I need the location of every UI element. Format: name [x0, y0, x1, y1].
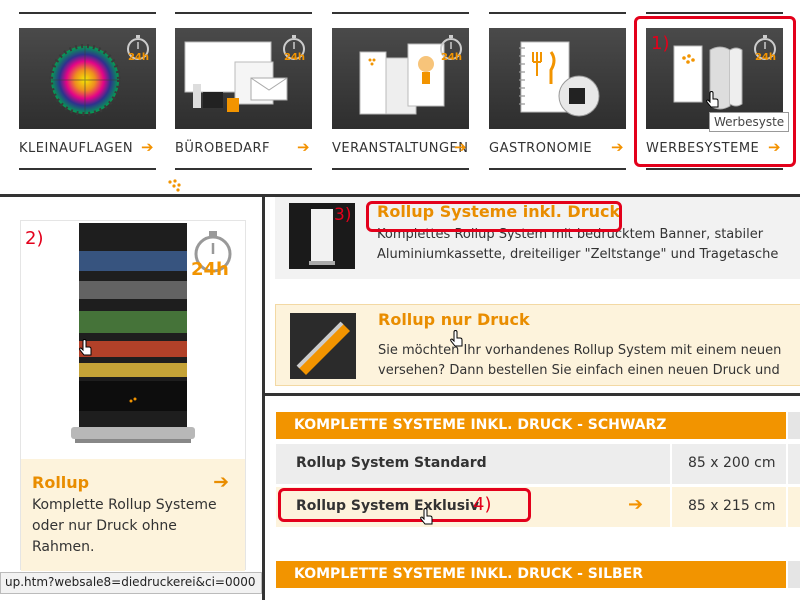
stopwatch-icon	[283, 35, 305, 60]
divider	[332, 168, 469, 170]
annotation-box	[366, 201, 622, 232]
category-label[interactable]: GASTRONOMIE	[489, 141, 593, 156]
stopwatch-icon	[440, 35, 462, 60]
hand-cursor-icon	[706, 91, 719, 108]
table-header-silber: KOMPLETTE SYSTEME INKL. DRUCK - SILBER	[276, 561, 786, 588]
category-tile[interactable]	[489, 28, 626, 129]
divider	[646, 168, 783, 170]
product-title[interactable]: Rollup nur Druck	[378, 310, 530, 329]
category-tile[interactable]: 24h	[175, 28, 312, 129]
category-label[interactable]: KLEINAUFLAGEN	[19, 141, 134, 156]
hand-cursor-icon	[450, 330, 463, 347]
arrow-right-icon[interactable]: ➔	[768, 138, 781, 156]
product-description: Sie möchten Ihr vorhandenes Rollup Syste…	[378, 341, 800, 381]
annotation-box	[634, 16, 796, 167]
category-werbesysteme[interactable]: 24h WERBESYSTEME ➔	[646, 0, 783, 170]
product-thumbnail[interactable]	[290, 313, 356, 379]
color-dots-icon	[49, 44, 121, 116]
rollup-product-image	[71, 223, 195, 443]
badge-24h: 24h	[754, 52, 776, 63]
screenshot-divider	[262, 196, 265, 600]
category-label[interactable]: WERBESYSTEME	[646, 141, 760, 156]
product-description-line: Aluminiumkassette, dreiteiliger "Zeltsta…	[377, 247, 779, 262]
category-gastronomie[interactable]: GASTRONOMIE ➔	[489, 0, 626, 170]
arrow-right-icon[interactable]: ➔	[297, 138, 310, 156]
category-tile[interactable]: 24h	[19, 28, 156, 129]
product-thumbnail[interactable]	[289, 203, 355, 269]
hand-cursor-icon	[79, 339, 92, 356]
category-label[interactable]: VERANSTALTUNGEN	[332, 141, 469, 156]
status-bar-url: up.htm?websale8=diedruckerei&ci=0000	[0, 572, 262, 594]
annotation-number: 1)	[651, 33, 670, 54]
menu-card-icon	[519, 41, 600, 117]
divider	[175, 168, 312, 170]
category-label[interactable]: BÜROBEDARF	[175, 141, 271, 156]
screenshot-divider	[0, 194, 800, 197]
table-header-schwarz: KOMPLETTE SYSTEME INKL. DRUCK - SCHWARZ	[276, 412, 786, 439]
product-description-line: versehen? Dann bestellen Sie einfach ein…	[378, 363, 780, 378]
tooltip: Werbesyste	[709, 112, 790, 132]
divider	[489, 168, 626, 170]
rollup-card[interactable]: 24h Rollup ➔ Komplette Rollup Systeme od…	[20, 220, 246, 571]
annotation-number: 2)	[25, 228, 44, 249]
rollup-card-description: Komplette Rollup Systeme oder nur Druck …	[32, 497, 217, 555]
divider	[489, 12, 626, 14]
category-veranstaltungen[interactable]: 24h VERANSTALTUNGEN ➔	[332, 0, 469, 170]
divider	[175, 12, 312, 14]
divider	[19, 168, 156, 170]
rollup-image[interactable]: 24h	[21, 221, 245, 459]
product-row-rollup-nur-druck[interactable]: Rollup nur Druck Sie möchten Ihr vorhand…	[275, 304, 800, 386]
rollup-banner-icon	[673, 45, 743, 110]
arrow-right-icon[interactable]: ➔	[454, 138, 467, 156]
table-row-size: 85 x 215 cm	[672, 487, 786, 527]
tickets-icon	[359, 43, 445, 115]
category-buerobedarf[interactable]: 24h BÜROBEDARF ➔	[175, 0, 312, 170]
banner-roll-icon	[290, 313, 356, 379]
arrow-right-icon[interactable]: ➔	[628, 494, 644, 515]
screenshot-divider	[264, 393, 800, 396]
divider	[332, 12, 469, 14]
divider	[19, 12, 156, 14]
stopwatch-icon	[127, 35, 149, 60]
badge-24h: 24h	[191, 259, 229, 280]
annotation-box	[278, 488, 531, 522]
badge-24h: 24h	[283, 52, 305, 63]
divider	[646, 12, 783, 14]
table-row-cell	[788, 487, 800, 527]
badge-24h: 24h	[440, 52, 462, 63]
arrow-right-icon[interactable]: ➔	[213, 471, 229, 493]
product-title[interactable]: Rollup Systeme inkl. Druck	[377, 202, 621, 221]
product-description-line: Sie möchten Ihr vorhandenes Rollup Syste…	[378, 343, 782, 358]
category-tile[interactable]: 24h	[332, 28, 469, 129]
logo-dots-icon	[168, 179, 181, 192]
arrow-right-icon[interactable]: ➔	[611, 138, 624, 156]
stationery-icon	[184, 41, 288, 112]
category-tile[interactable]: 24h	[646, 28, 783, 129]
rollup-card-info[interactable]: Rollup ➔ Komplette Rollup Systeme oder n…	[21, 459, 245, 571]
stopwatch-icon	[754, 35, 776, 60]
table-row-size: 85 x 200 cm	[672, 444, 786, 484]
table-row-cell	[788, 444, 800, 484]
rollup-banner-icon	[289, 203, 355, 269]
annotation-number: 3)	[334, 205, 352, 225]
arrow-right-icon[interactable]: ➔	[141, 138, 154, 156]
category-kleinauflagen[interactable]: 24h KLEINAUFLAGEN ➔	[19, 0, 156, 170]
annotation-number: 4)	[473, 494, 492, 515]
hand-cursor-icon	[420, 508, 433, 525]
badge-24h: 24h	[127, 52, 149, 63]
table-header-cell	[788, 412, 800, 439]
table-row-name[interactable]: Rollup System Standard	[276, 444, 670, 484]
table-header-cell	[788, 561, 800, 588]
rollup-card-title[interactable]: Rollup	[32, 473, 90, 492]
stopwatch-icon	[194, 231, 232, 273]
